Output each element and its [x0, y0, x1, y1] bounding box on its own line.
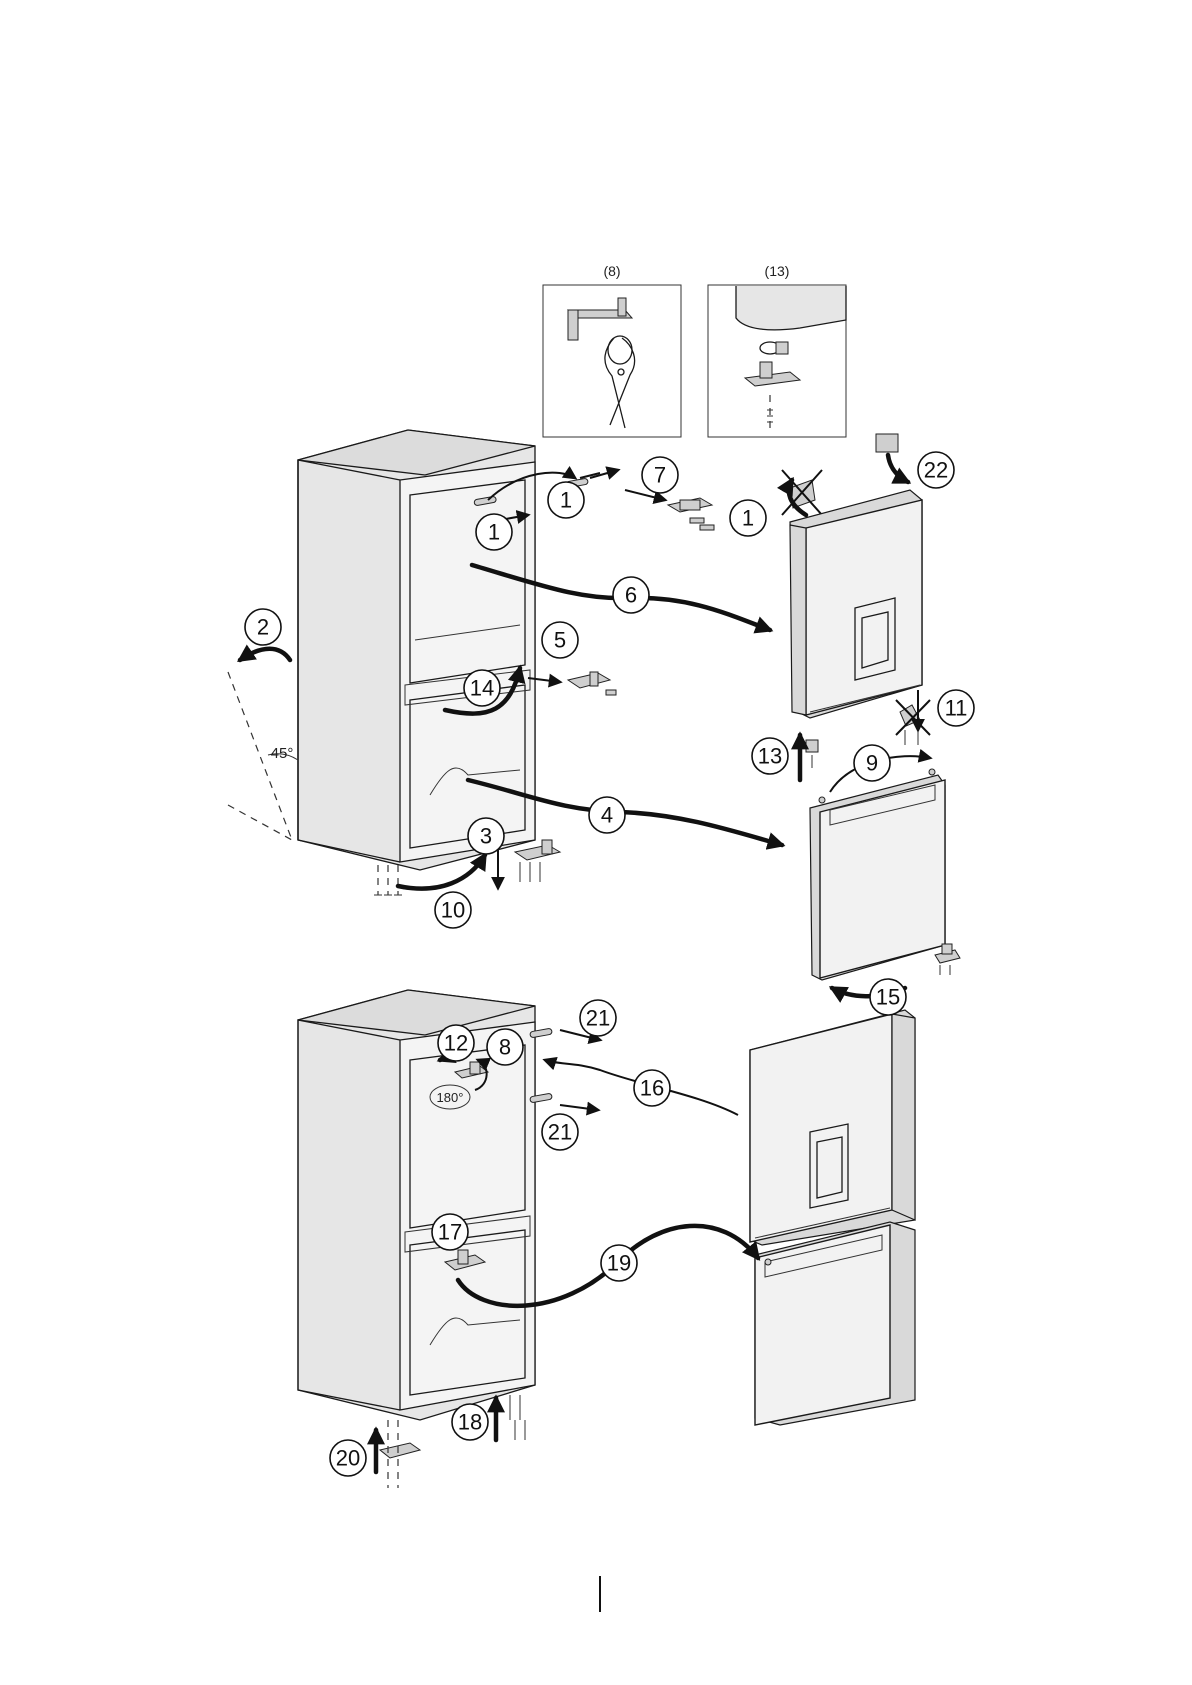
- step-marker-11: 11: [938, 690, 974, 726]
- cover-cap-icon: [876, 434, 898, 452]
- middle-hinge-part: [568, 672, 616, 695]
- step-marker-4: 4: [589, 797, 625, 833]
- step-marker-1-a: 1: [476, 514, 512, 550]
- step-marker-1-c: 1: [730, 500, 766, 536]
- svg-text:14: 14: [470, 676, 494, 701]
- hinge-pin-icon: [568, 298, 632, 340]
- bottom-hinge-crossed-icon: [896, 700, 930, 745]
- svg-text:3: 3: [480, 824, 492, 849]
- bushing-part: [806, 740, 818, 768]
- svg-text:20: 20: [336, 1446, 360, 1471]
- step-marker-20: 20: [330, 1440, 366, 1476]
- step-marker-8: 8: [487, 1029, 523, 1065]
- step-marker-1-b: 1: [548, 482, 584, 518]
- svg-text:21: 21: [548, 1120, 572, 1145]
- svg-text:22: 22: [924, 458, 948, 483]
- step-marker-21-b: 21: [542, 1114, 578, 1150]
- svg-text:16: 16: [640, 1076, 664, 1101]
- svg-text:18: 18: [458, 1410, 482, 1435]
- svg-text:4: 4: [601, 803, 613, 828]
- step-marker-22: 22: [918, 452, 954, 488]
- step-marker-2: 2: [245, 609, 281, 645]
- svg-text:21: 21: [586, 1006, 610, 1031]
- svg-text:6: 6: [625, 583, 637, 608]
- svg-text:5: 5: [554, 628, 566, 653]
- door-corner-icon: [736, 286, 846, 330]
- step-marker-14: 14: [464, 670, 500, 706]
- top-door-before: [790, 490, 922, 718]
- step-marker-3: 3: [468, 818, 504, 854]
- step-marker-6: 6: [613, 577, 649, 613]
- svg-text:17: 17: [438, 1220, 462, 1245]
- step-marker-5: 5: [542, 622, 578, 658]
- hinge-bushing-icon: [745, 342, 800, 430]
- step-marker-18: 18: [452, 1404, 488, 1440]
- bottom-hinge-part-left: [515, 840, 560, 882]
- svg-text:1: 1: [560, 488, 572, 513]
- top-hinge-part: [668, 498, 714, 530]
- svg-text:1: 1: [742, 506, 754, 531]
- inset-13-box: (13): [708, 263, 846, 437]
- step-marker-16: 16: [634, 1070, 670, 1106]
- step-marker-17: 17: [432, 1214, 468, 1250]
- step-marker-12: 12: [438, 1025, 474, 1061]
- svg-text:11: 11: [945, 696, 968, 721]
- tilt-guide: 45°: [228, 672, 298, 840]
- tilt-angle-label: 45°: [271, 745, 294, 762]
- svg-text:10: 10: [441, 898, 465, 923]
- step-marker-10: 10: [435, 892, 471, 928]
- svg-text:19: 19: [607, 1251, 631, 1276]
- svg-text:15: 15: [876, 985, 900, 1010]
- step-marker-19: 19: [601, 1245, 637, 1281]
- step-marker-13: 13: [752, 738, 788, 774]
- svg-text:180°: 180°: [437, 1090, 464, 1105]
- bottom-door-before: [810, 769, 945, 980]
- pliers-icon: [605, 336, 635, 428]
- step-marker-7: 7: [642, 457, 678, 493]
- svg-text:12: 12: [444, 1031, 468, 1056]
- svg-text:13: 13: [758, 744, 782, 769]
- svg-text:9: 9: [866, 751, 878, 776]
- svg-text:2: 2: [257, 615, 269, 640]
- step-marker-15: 15: [870, 979, 906, 1015]
- svg-text:8: 8: [499, 1035, 511, 1060]
- bottom-door-hinge-part: [935, 944, 960, 975]
- inset-13-label: (13): [765, 263, 790, 279]
- inset-8-label: (8): [603, 263, 620, 279]
- svg-text:7: 7: [654, 463, 666, 488]
- bottom-feet-screws: [374, 865, 402, 895]
- inset-8-box: (8): [543, 263, 681, 437]
- svg-text:1: 1: [488, 520, 500, 545]
- step-marker-21-a: 21: [580, 1000, 616, 1036]
- step-marker-9: 9: [854, 745, 890, 781]
- top-door-after: [750, 1010, 915, 1245]
- bottom-door-after: [755, 1222, 915, 1425]
